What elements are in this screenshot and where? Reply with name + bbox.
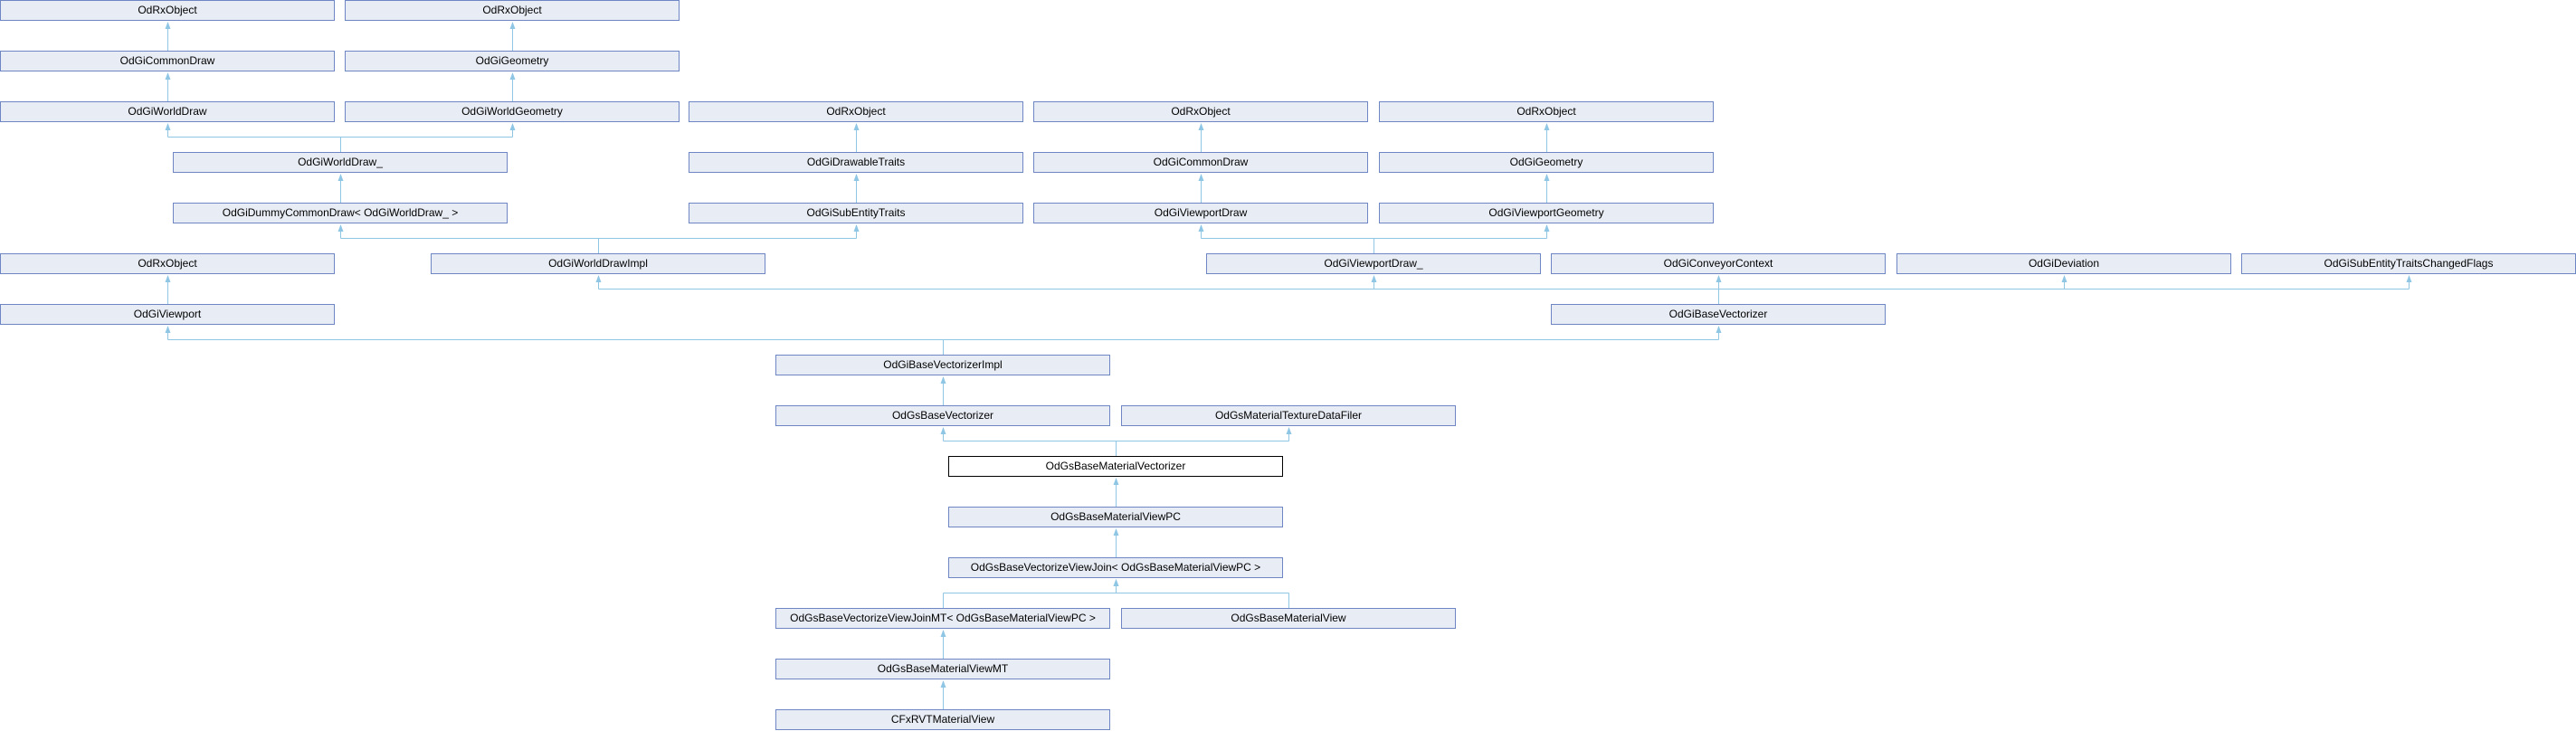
class-node-odrxobject[interactable]: OdRxObject [0,0,335,21]
class-node-odrxobject[interactable]: OdRxObject [1033,101,1368,122]
inheritance-arrow-icon [1198,123,1204,130]
class-node-odgsmaterialtexturedatafiler[interactable]: OdGsMaterialTextureDataFiler [1121,405,1456,426]
inheritance-arrow-icon [1198,224,1204,232]
inheritance-arrow-icon [165,123,171,130]
inheritance-arrow-icon [1544,224,1550,232]
inheritance-arrow-icon [940,376,946,384]
inheritance-arrow-icon [1716,275,1722,282]
class-node-odgsbasematerialvectorizer: OdGsBaseMaterialVectorizer [948,456,1283,477]
class-node-odgideviation[interactable]: OdGiDeviation [1896,253,2231,274]
class-node-odgiviewportdraw[interactable]: OdGiViewportDraw [1033,203,1368,223]
inheritance-arrow-icon [509,72,516,80]
class-node-odgiworlddraw[interactable]: OdGiWorldDraw [0,101,335,122]
inheritance-arrow-icon [337,174,344,181]
class-node-odgsbasematerialviewpc[interactable]: OdGsBaseMaterialViewPC [948,507,1283,527]
class-node-odgigeometry[interactable]: OdGiGeometry [345,51,680,71]
class-node-odgicommondraw[interactable]: OdGiCommonDraw [0,51,335,71]
class-node-odgsbasevectorizeviewjoinmt-odgsbasematerialviewpc[interactable]: OdGsBaseVectorizeViewJoinMT< OdGsBaseMat… [775,608,1110,629]
inheritance-arrow-icon [1113,579,1119,586]
inheritance-arrow-icon [1113,478,1119,485]
class-node-odgiviewportgeometry[interactable]: OdGiViewportGeometry [1379,203,1714,223]
class-node-odrxobject[interactable]: OdRxObject [689,101,1023,122]
inheritance-arrow-icon [853,174,860,181]
inheritance-arrow-icon [940,680,946,688]
class-node-odgisubentitytraits[interactable]: OdGiSubEntityTraits [689,203,1023,223]
inheritance-arrow-icon [165,22,171,29]
inheritance-arrow-icon [595,275,602,282]
inheritance-arrow-icon [1371,275,1377,282]
class-node-odgigeometry[interactable]: OdGiGeometry [1379,152,1714,173]
class-node-odrxobject[interactable]: OdRxObject [1379,101,1714,122]
inheritance-arrow-icon [1544,123,1550,130]
class-node-odrxobject[interactable]: OdRxObject [0,253,335,274]
class-node-odgsbasematerialview[interactable]: OdGsBaseMaterialView [1121,608,1456,629]
inheritance-arrow-icon [1198,174,1204,181]
class-node-odgiworlddrawimpl[interactable]: OdGiWorldDrawImpl [431,253,765,274]
class-node-odgiworldgeometry[interactable]: OdGiWorldGeometry [345,101,680,122]
inheritance-arrow-icon [853,224,860,232]
inheritance-arrow-icon [509,123,516,130]
inheritance-arrow-icon [165,326,171,333]
class-node-odgibasevectorizer[interactable]: OdGiBaseVectorizer [1551,304,1886,325]
class-node-odgidummycommondraw-odgiworlddraw[interactable]: OdGiDummyCommonDraw< OdGiWorldDraw_ > [173,203,508,223]
inheritance-arrow-icon [1716,326,1722,333]
inheritance-arrow-icon [853,123,860,130]
inheritance-arrow-icon [1544,174,1550,181]
class-node-odgsbasevectorizer[interactable]: OdGsBaseVectorizer [775,405,1110,426]
class-node-odgsbasevectorizeviewjoin-odgsbasematerialviewpc[interactable]: OdGsBaseVectorizeViewJoin< OdGsBaseMater… [948,557,1283,578]
class-node-odgicommondraw[interactable]: OdGiCommonDraw [1033,152,1368,173]
class-node-odgidrawabletraits[interactable]: OdGiDrawableTraits [689,152,1023,173]
inheritance-arrow-icon [2406,275,2412,282]
class-node-odgiworlddraw[interactable]: OdGiWorldDraw_ [173,152,508,173]
class-node-cfxrvtmaterialview[interactable]: CFxRVTMaterialView [775,709,1110,730]
inheritance-arrow-icon [1286,427,1292,434]
class-node-odgisubentitytraitschangedflags[interactable]: OdGiSubEntityTraitsChangedFlags [2241,253,2576,274]
class-node-odgiconveyorcontext[interactable]: OdGiConveyorContext [1551,253,1886,274]
class-node-odgibasevectorizerimpl[interactable]: OdGiBaseVectorizerImpl [775,355,1110,375]
class-node-odgsbasematerialviewmt[interactable]: OdGsBaseMaterialViewMT [775,659,1110,679]
inheritance-arrow-icon [940,630,946,637]
inheritance-arrow-icon [2061,275,2067,282]
class-node-odgiviewport[interactable]: OdGiViewport [0,304,335,325]
inheritance-arrow-icon [165,275,171,282]
class-node-odgiviewportdraw[interactable]: OdGiViewportDraw_ [1206,253,1541,274]
inheritance-arrow-icon [337,224,344,232]
inheritance-arrow-icon [509,22,516,29]
inheritance-arrow-icon [165,72,171,80]
inheritance-arrow-icon [1113,528,1119,536]
class-node-odrxobject[interactable]: OdRxObject [345,0,680,21]
inheritance-arrow-icon [940,427,946,434]
